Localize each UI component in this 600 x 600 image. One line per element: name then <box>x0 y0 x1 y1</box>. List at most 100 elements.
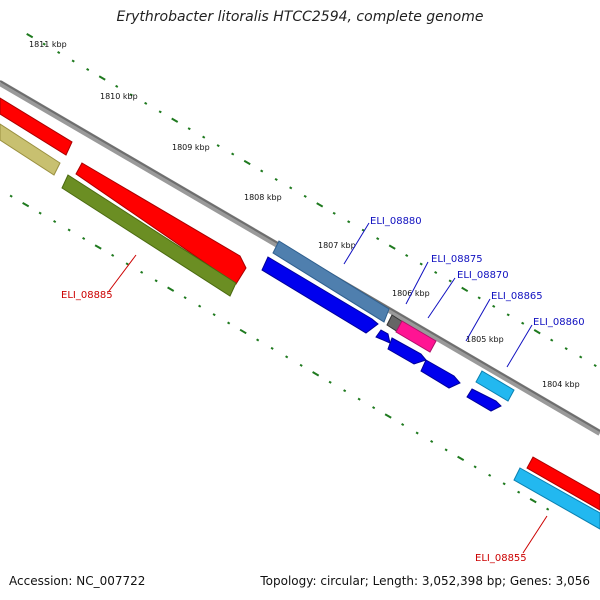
minor-tick <box>502 482 506 486</box>
scale-label: 1807 kbp <box>318 241 356 250</box>
major-tick <box>98 75 106 81</box>
gene-blue-right <box>466 388 502 412</box>
minor-tick <box>289 186 293 190</box>
minor-tick <box>111 253 115 257</box>
minor-tick <box>506 313 510 317</box>
minor-tick <box>415 431 419 435</box>
scale-label: 1810 kbp <box>100 92 138 101</box>
major-tick <box>26 33 34 39</box>
gene-red-mid <box>75 162 247 285</box>
scale-label: 1809 kbp <box>172 143 210 152</box>
major-tick <box>239 328 247 335</box>
gene-label-eli-08875[interactable]: ELI_08875 <box>431 254 483 265</box>
minor-tick <box>492 304 496 308</box>
minor-tick <box>430 439 434 443</box>
minor-tick <box>521 321 525 325</box>
scale-label: 1808 kbp <box>244 193 282 202</box>
minor-tick <box>448 279 452 283</box>
minor-tick <box>57 51 61 55</box>
minor-tick <box>274 177 278 181</box>
minor-tick <box>564 347 568 351</box>
major-tick <box>388 244 396 250</box>
minor-tick <box>115 84 119 88</box>
gene-blue-mid <box>387 337 427 365</box>
major-tick <box>316 202 324 208</box>
major-tick <box>243 159 251 166</box>
minor-tick <box>579 355 583 359</box>
accession-text: Accession: NC_007722 <box>9 574 146 588</box>
scale-label: 1805 kbp <box>466 335 504 344</box>
gene-blue-long <box>261 256 379 334</box>
gene-olive <box>61 174 237 297</box>
minor-tick <box>212 313 216 317</box>
scale-ticks <box>9 33 597 511</box>
gene-cyan-small <box>475 370 515 402</box>
gene-steelblue <box>272 240 390 323</box>
gene-label-eli-08885[interactable]: ELI_08885 <box>61 290 113 301</box>
minor-tick <box>183 296 187 300</box>
genome-title: Erythrobacter litoralis HTCC2594, comple… <box>116 9 484 25</box>
gene-blue-mid2 <box>420 359 461 389</box>
gene-label-eli-08855[interactable]: ELI_08855 <box>475 553 527 564</box>
minor-tick <box>593 364 597 368</box>
minor-tick <box>550 338 554 342</box>
minor-tick <box>347 220 351 224</box>
gene-label-eli-08870[interactable]: ELI_08870 <box>457 270 509 281</box>
minor-tick <box>187 127 191 131</box>
topology-text: Topology: circular; Length: 3,052,398 bp… <box>260 574 590 588</box>
minor-tick <box>285 355 289 359</box>
minor-tick <box>125 262 129 266</box>
minor-tick <box>517 490 521 494</box>
minor-tick <box>158 110 162 114</box>
minor-tick <box>405 254 409 258</box>
minor-tick <box>82 236 86 240</box>
minor-tick <box>198 304 202 308</box>
minor-tick <box>260 169 264 173</box>
gene-magenta <box>395 320 437 353</box>
scale-labels: 1811 kbp 1810 kbp 1809 kbp 1808 kbp 1807… <box>29 40 580 389</box>
reverse-genes <box>0 123 600 530</box>
gene-red-right <box>526 456 600 511</box>
scale-label: 1811 kbp <box>29 40 67 49</box>
minor-tick <box>372 406 376 410</box>
minor-tick <box>67 228 71 232</box>
minor-tick <box>477 296 481 300</box>
minor-tick <box>419 262 423 266</box>
major-tick <box>94 244 102 250</box>
minor-tick <box>401 423 405 427</box>
gene-label-eli-08860[interactable]: ELI_08860 <box>533 317 585 328</box>
minor-tick <box>129 93 133 97</box>
minor-tick <box>376 237 380 241</box>
gene-label-eli-08880[interactable]: ELI_08880 <box>370 216 422 227</box>
major-tick <box>461 286 469 293</box>
minor-tick <box>299 363 303 367</box>
minor-tick <box>144 101 148 105</box>
minor-tick <box>154 279 158 283</box>
major-tick <box>457 455 465 461</box>
minor-tick <box>53 220 57 224</box>
label-leaders <box>108 222 548 554</box>
minor-tick <box>434 271 438 274</box>
minor-tick <box>231 152 235 156</box>
minor-tick <box>357 397 361 401</box>
major-tick <box>384 413 392 419</box>
minor-tick <box>303 194 307 198</box>
gene-cyan-long <box>513 467 600 530</box>
minor-tick <box>38 211 42 215</box>
gene-blue-small <box>375 329 391 344</box>
minor-tick <box>42 42 46 46</box>
minor-tick <box>546 507 550 511</box>
minor-tick <box>332 211 336 215</box>
minor-tick <box>343 389 347 393</box>
minor-tick <box>216 144 220 148</box>
gene-khaki <box>0 123 61 176</box>
major-tick <box>533 329 541 335</box>
major-tick <box>312 371 320 377</box>
minor-tick <box>9 194 13 198</box>
gene-label-eli-08865[interactable]: ELI_08865 <box>491 291 543 302</box>
minor-tick <box>86 68 90 71</box>
gene-labels: ELI_08880 ELI_08875 ELI_08870 ELI_08865 … <box>61 216 585 564</box>
minor-tick <box>328 380 332 384</box>
forward-genes <box>0 97 600 511</box>
